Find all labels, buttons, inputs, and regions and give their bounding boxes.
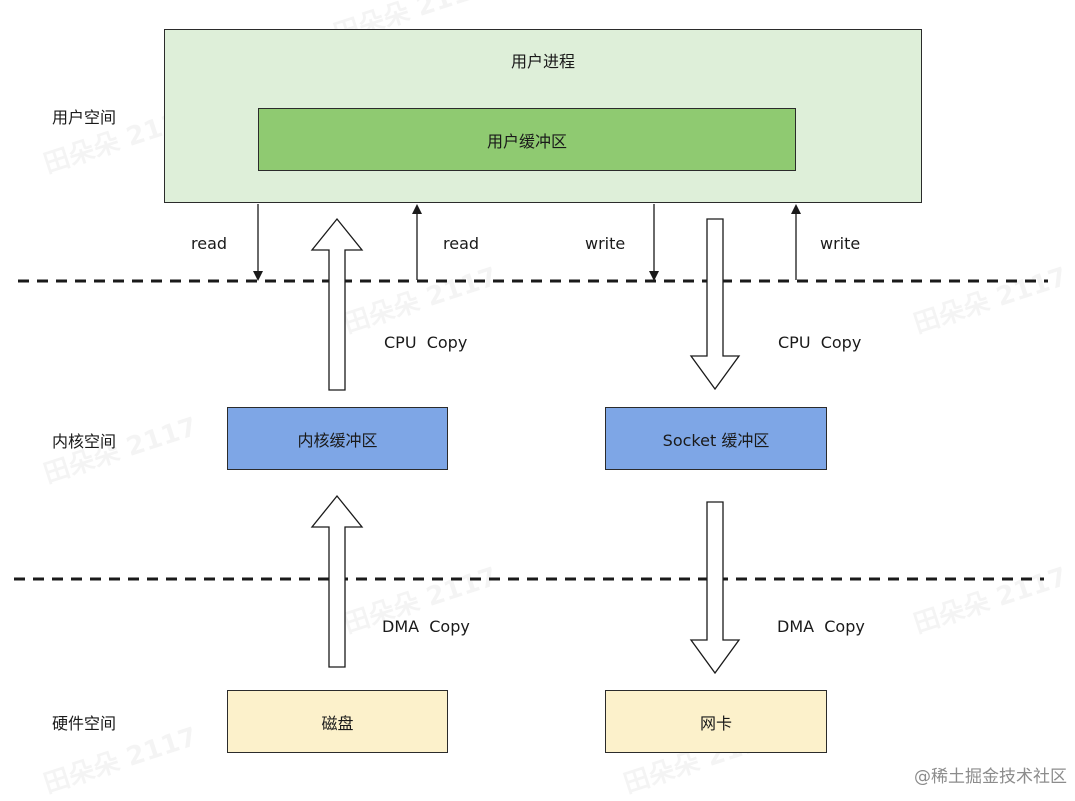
disk-label: 磁盘: [321, 713, 354, 733]
cpu-copy-label-right: CPU Copy: [778, 333, 862, 352]
nic-box: 网卡: [605, 690, 827, 753]
cpu-copy-down-arrow: [689, 218, 741, 391]
read-label-left: read: [191, 234, 228, 253]
socket-buffer-label: Socket 缓冲区: [662, 430, 770, 450]
kernel-buffer-box: 内核缓冲区: [227, 407, 448, 470]
user-buffer-box: 用户缓冲区: [258, 108, 796, 171]
region-label-user: 用户空间: [52, 108, 117, 127]
write-label-right: write: [820, 234, 861, 253]
cpu-copy-up-arrow: [310, 217, 364, 391]
region-label-kernel: 内核空间: [52, 432, 117, 451]
region-label-hardware: 硬件空间: [52, 714, 117, 733]
dma-copy-up-arrow: [310, 494, 364, 668]
cpu-copy-label-left: CPU Copy: [384, 333, 468, 352]
nic-label: 网卡: [699, 713, 732, 733]
dma-copy-label-right: DMA Copy: [777, 617, 865, 636]
disk-box: 磁盘: [227, 690, 448, 753]
site-credit: @稀土掘金技术社区: [914, 767, 1067, 787]
user-process-title: 用户进程: [510, 52, 575, 71]
kernel-buffer-label: 内核缓冲区: [297, 430, 378, 450]
socket-buffer-box: Socket 缓冲区: [605, 407, 827, 470]
user-buffer-label: 用户缓冲区: [486, 131, 567, 151]
read-label-right: read: [443, 234, 480, 253]
dma-copy-down-arrow: [689, 501, 741, 675]
write-label-left: write: [585, 234, 626, 253]
dma-copy-label-left: DMA Copy: [382, 617, 470, 636]
